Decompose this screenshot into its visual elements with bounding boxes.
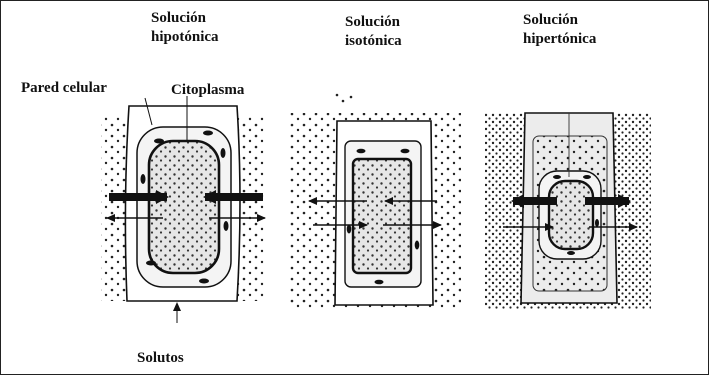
hypotonic-title-line1: Solución <box>151 9 219 28</box>
hypertonic-cell <box>485 113 651 309</box>
hypertonic-title-line1: Solución <box>523 11 596 30</box>
hypotonic-title: Solución hipotónica <box>151 9 219 47</box>
isotonic-title: Solución isotónica <box>345 13 402 51</box>
cytoplasm-label: Citoplasma <box>171 81 244 100</box>
solutes-label: Solutos <box>137 349 184 368</box>
hypertonic-cytoplasm <box>549 181 593 249</box>
hypertonic-title: Solución hipertónica <box>523 11 596 49</box>
isotonic-title-line1: Solución <box>345 13 402 32</box>
cell-wall-label: Pared celular <box>21 79 107 98</box>
isotonic-cytoplasm <box>353 159 411 273</box>
hypotonic-title-line2: hipotónica <box>151 28 219 47</box>
hypotonic-cytoplasm <box>149 141 219 273</box>
hypertonic-title-line2: hipertónica <box>523 30 596 49</box>
isotonic-title-line2: isotónica <box>345 32 402 51</box>
isotonic-cell <box>289 94 461 308</box>
hypotonic-cell <box>101 96 266 323</box>
